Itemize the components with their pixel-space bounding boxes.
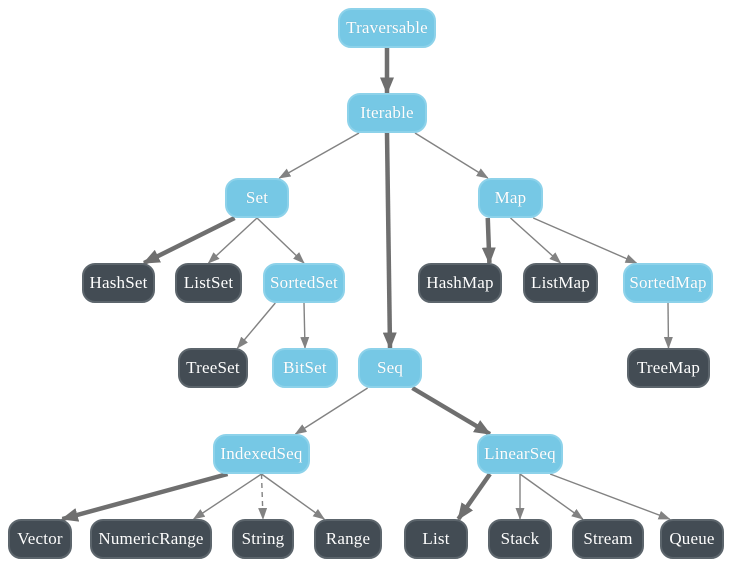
edge-seq-indexedseq (294, 387, 368, 435)
edge-map-listmap (510, 217, 562, 264)
edge-set-listset (207, 217, 258, 264)
edge-indexedseq-numericrange (192, 473, 262, 520)
edge-indexedseq-range (261, 473, 326, 520)
edge-map-sortedmap (532, 217, 638, 264)
edge-indexedseq-string (258, 473, 268, 520)
edge-sortedmap-treemap (663, 302, 673, 349)
edge-set-sortedset (256, 217, 305, 264)
edge-sortedset-treeset (236, 302, 276, 349)
edge-iterable-set (278, 132, 360, 179)
edge-set-hashset (142, 215, 236, 266)
edge-group (60, 48, 673, 522)
edge-linearseq-stream (519, 473, 584, 520)
edge-iterable-map (414, 132, 489, 179)
edge-sortedset-bitset (300, 302, 310, 349)
edge-linearseq-queue (549, 473, 671, 520)
edge-linearseq-list (456, 472, 492, 521)
edge-iterable-seq (382, 132, 397, 350)
edge-map-hashmap (481, 217, 496, 265)
edge-seq-linearseq (411, 386, 492, 436)
edge-indexedseq-vector (60, 471, 229, 522)
